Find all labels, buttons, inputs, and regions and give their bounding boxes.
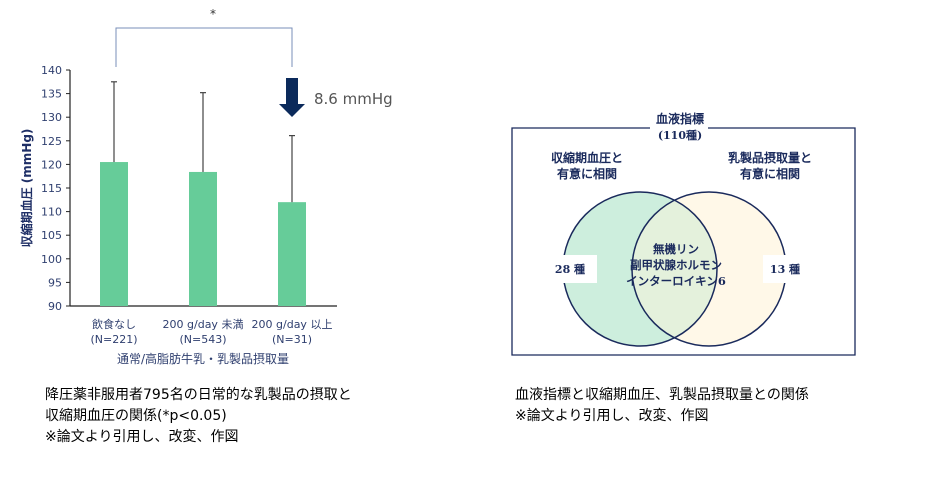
venn-frame bbox=[511, 127, 856, 356]
y-tick-label: 135 bbox=[41, 88, 62, 101]
caption-line: 血液指標と収縮期血圧、乳製品摂取量との関係 bbox=[515, 387, 809, 403]
difference-annotation: 8.6 mmHg bbox=[314, 90, 393, 108]
significance-mark: * bbox=[210, 7, 216, 21]
right-caption: 血液指標と収縮期血圧、乳製品摂取量との関係 ※論文より引用し、改変、作図 bbox=[515, 385, 809, 427]
venn-frame-title: 血液指標 bbox=[656, 111, 704, 126]
y-tick-label: 115 bbox=[41, 182, 62, 195]
bar bbox=[189, 171, 217, 306]
y-tick-label: 140 bbox=[41, 64, 62, 77]
bar bbox=[278, 202, 306, 306]
x-axis-label: 通常/高脂肪牛乳・乳製品摂取量 bbox=[117, 351, 289, 366]
venn-left-count-box bbox=[553, 255, 597, 283]
y-tick-label: 105 bbox=[41, 229, 62, 242]
venn-right-label: 有意に相関 bbox=[740, 166, 800, 181]
significance-bracket bbox=[115, 27, 293, 67]
y-tick-label: 100 bbox=[41, 253, 62, 266]
y-tick-label: 95 bbox=[48, 276, 62, 289]
x-tick-n: (N=221) bbox=[90, 333, 137, 346]
venn-left-label: 収縮期血圧と bbox=[551, 150, 623, 165]
caption-line: ※論文より引用し、改変、作図 bbox=[515, 408, 709, 424]
venn-overlap bbox=[632, 192, 717, 346]
caption-line: ※論文より引用し、改変、作図 bbox=[45, 429, 239, 445]
x-tick-n: (N=31) bbox=[272, 333, 312, 346]
y-axis-label: 収縮期血圧 (mmHg) bbox=[19, 129, 34, 248]
venn-frame-subtitle: (110種) bbox=[658, 128, 702, 142]
caption-line: 収縮期血圧の関係(*p<0.05) bbox=[45, 408, 227, 424]
down-arrow-icon bbox=[279, 78, 305, 117]
x-tick-label: 200 g/day 未満 bbox=[163, 318, 244, 331]
venn-overlap-item: 無機リン bbox=[653, 242, 699, 256]
y-tick-label: 110 bbox=[41, 206, 62, 219]
venn-right-count-box bbox=[763, 255, 805, 283]
bar bbox=[100, 162, 128, 306]
venn-overlap-item: インターロイキン6 bbox=[626, 274, 726, 288]
venn-right-count: 13 種 bbox=[770, 262, 800, 276]
venn-right-label: 乳製品摂取量と bbox=[728, 150, 812, 165]
y-tick-label: 125 bbox=[41, 135, 62, 148]
venn-overlap-item: 副甲状腺ホルモン bbox=[630, 258, 722, 272]
venn-left-label: 有意に相関 bbox=[557, 166, 617, 181]
venn-left-count: 28 種 bbox=[555, 262, 585, 276]
x-tick-label: 飲食なし bbox=[92, 317, 136, 331]
x-tick-n: (N=543) bbox=[179, 333, 226, 346]
y-tick-label: 130 bbox=[41, 111, 62, 124]
y-tick-label: 90 bbox=[48, 300, 62, 313]
y-tick-label: 120 bbox=[41, 158, 62, 171]
caption-line: 降圧薬非服用者795名の日常的な乳製品の摂取と bbox=[45, 387, 352, 403]
x-tick-label: 200 g/day 以上 bbox=[252, 318, 333, 331]
left-caption: 降圧薬非服用者795名の日常的な乳製品の摂取と 収縮期血圧の関係(*p<0.05… bbox=[45, 385, 352, 448]
